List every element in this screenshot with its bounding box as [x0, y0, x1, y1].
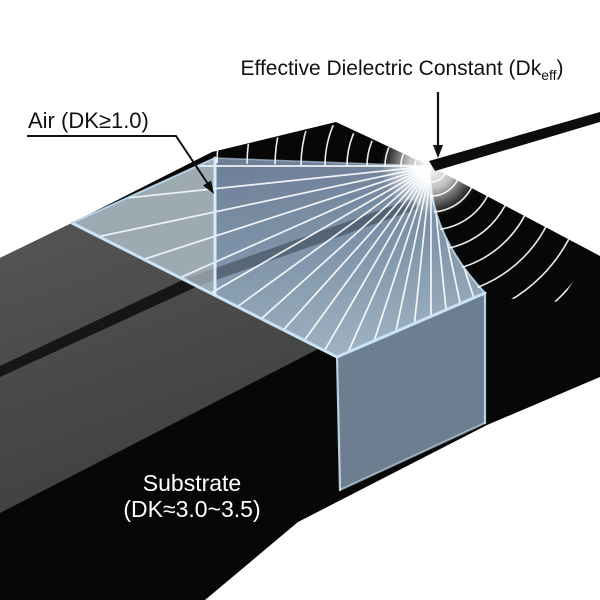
- microstrip-trace-under-box: [187, 199, 420, 287]
- substrate-label-line1: Substrate: [143, 470, 241, 496]
- dkeff-arrow: [433, 92, 443, 158]
- title-subscript: eff: [541, 67, 556, 83]
- substrate-label-line2: (DK≈3.0~3.5): [123, 496, 260, 522]
- air-box-left-face-veil: [72, 158, 215, 295]
- title-end: ): [557, 57, 564, 80]
- microstrip-trace: [0, 278, 196, 377]
- air-label-arrow: [27, 135, 214, 194]
- convergence-glow: [381, 116, 481, 216]
- air-label: Air (DK≥1.0): [28, 108, 149, 133]
- title: Effective Dielectric Constant (Dkeff): [240, 57, 563, 83]
- substrate-top-face: [0, 223, 320, 513]
- microstrip-trace-extension: [429, 112, 600, 171]
- title-main: Effective Dielectric Constant (Dk: [240, 57, 541, 80]
- annotations: Effective Dielectric Constant (Dkeff) Ai…: [27, 57, 564, 522]
